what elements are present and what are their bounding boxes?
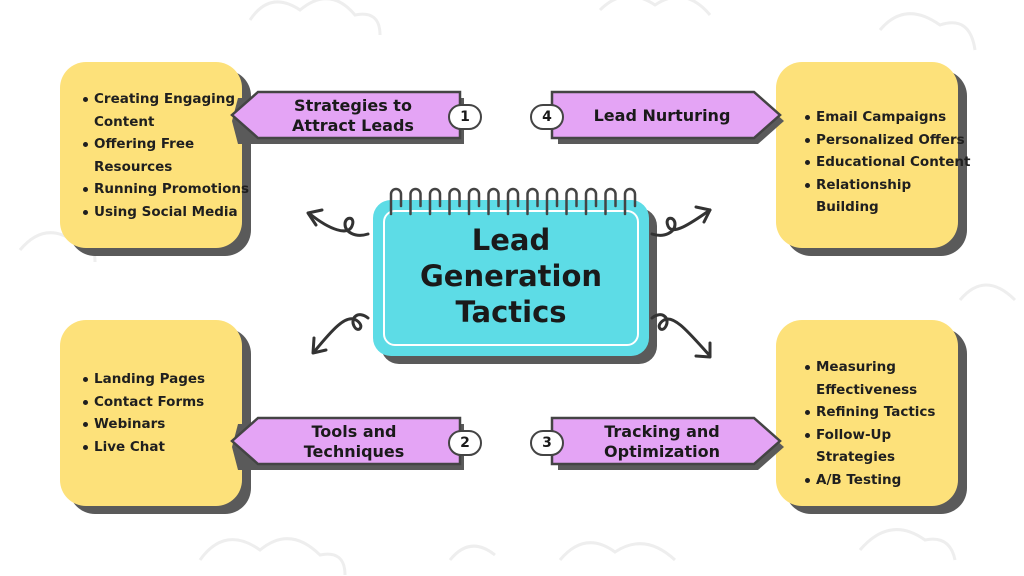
ring-icon bbox=[389, 187, 403, 216]
banner-shape bbox=[230, 416, 464, 470]
ring-icon bbox=[487, 187, 500, 216]
list-item: Contact Forms bbox=[83, 391, 254, 414]
list-item: Running Promotions bbox=[83, 178, 254, 201]
ring-icon bbox=[545, 187, 559, 216]
list-strategies: Creating Engaging Content Offering Free … bbox=[78, 88, 254, 223]
list-item: Educational Content bbox=[805, 151, 976, 174]
list-item: Relationship Building bbox=[805, 174, 976, 219]
center-notepad-border bbox=[383, 210, 639, 346]
ring-icon bbox=[409, 187, 422, 216]
center-title-line: Lead bbox=[471, 223, 551, 257]
ring-icon bbox=[526, 187, 539, 216]
spiral-binding bbox=[389, 187, 637, 216]
ring-icon bbox=[448, 187, 461, 216]
banner-shape bbox=[550, 90, 784, 144]
list-tracking: Measuring Effectiveness Refining Tactics… bbox=[800, 356, 972, 491]
ring-icon bbox=[506, 187, 520, 216]
ring-icon bbox=[604, 187, 617, 216]
list-item: Webinars bbox=[83, 413, 254, 436]
banner-title: Strategies to Attract Leads bbox=[292, 96, 414, 135]
list-item: Live Chat bbox=[83, 436, 254, 459]
banner-lead-nurturing: Lead Nurturing bbox=[548, 88, 792, 148]
step-number-badge: 1 bbox=[448, 104, 482, 130]
list-item: Offering Free Resources bbox=[83, 133, 254, 178]
ring-icon bbox=[428, 187, 442, 216]
list-item: Personalized Offers bbox=[805, 129, 976, 152]
center-title-line: Tactics bbox=[455, 295, 567, 329]
ring-icon bbox=[584, 187, 598, 216]
banner-shape bbox=[230, 90, 464, 144]
ring-icon bbox=[565, 187, 578, 216]
card-strategies-to-attract-leads: Creating Engaging Content Offering Free … bbox=[60, 62, 249, 248]
step-number-badge: 4 bbox=[530, 104, 564, 130]
center-title-line: Generation bbox=[419, 259, 603, 293]
ring-icon bbox=[623, 187, 637, 216]
list-nurturing: Email Campaigns Personalized Offers Educ… bbox=[800, 106, 976, 219]
list-item: Refining Tactics bbox=[805, 401, 972, 424]
list-item: Email Campaigns bbox=[805, 106, 976, 129]
step-number-badge: 2 bbox=[448, 430, 482, 456]
center-title: Lead Generation Tactics bbox=[373, 222, 649, 330]
banner-title: Lead Nurturing bbox=[593, 106, 731, 125]
banner-title: Tracking and Optimization bbox=[604, 422, 720, 461]
banner-tools-and-techniques: Tools and Techniques bbox=[228, 414, 468, 474]
list-item: A/B Testing bbox=[805, 469, 972, 492]
banner-title: Tools and Techniques bbox=[303, 422, 405, 461]
card-tools-and-techniques: Landing Pages Contact Forms Webinars Liv… bbox=[60, 320, 242, 506]
center-notepad: Lead Generation Tactics bbox=[373, 200, 649, 356]
list-item: Follow-Up Strategies bbox=[805, 424, 972, 469]
card-tracking-and-optimization: Measuring Effectiveness Refining Tactics… bbox=[776, 320, 958, 506]
list-item: Measuring Effectiveness bbox=[805, 356, 972, 401]
banner-strategies-to-attract-leads: Strategies to Attract Leads bbox=[228, 88, 468, 148]
banner-tracking-and-optimization: Tracking and Optimization bbox=[548, 414, 792, 474]
list-item: Using Social Media bbox=[83, 201, 254, 224]
card-lead-nurturing: Email Campaigns Personalized Offers Educ… bbox=[776, 62, 970, 248]
list-item: Creating Engaging Content bbox=[83, 88, 254, 133]
list-tools: Landing Pages Contact Forms Webinars Liv… bbox=[78, 368, 254, 458]
banner-shape bbox=[550, 416, 784, 470]
step-number-badge: 3 bbox=[530, 430, 564, 456]
list-item: Landing Pages bbox=[83, 368, 254, 391]
ring-icon bbox=[467, 187, 481, 216]
